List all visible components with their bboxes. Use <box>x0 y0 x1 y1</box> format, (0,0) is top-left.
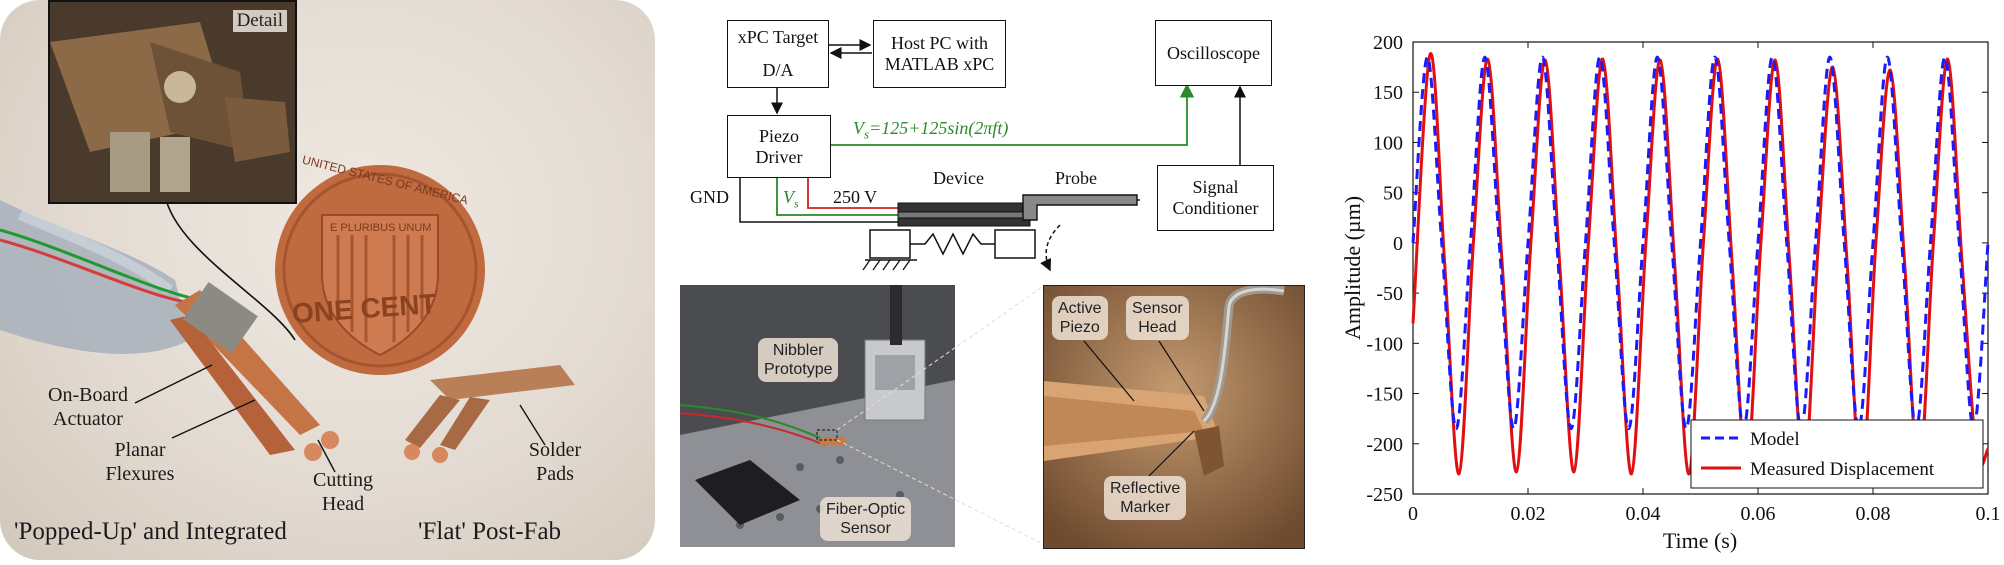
data-series <box>1411 52 1990 486</box>
on-board-actuator-label: On-Board Actuator <box>48 384 128 430</box>
sensor-closeup-photo: Active Piezo Sensor Head Reflective Mark… <box>1043 285 1305 549</box>
x-tick-label: 0.04 <box>1626 503 1661 525</box>
vs-label: Vs <box>783 187 799 212</box>
probe-label: Probe <box>1055 168 1097 188</box>
xpc-da-label: D/A <box>762 60 794 80</box>
equation-v-sub: s <box>864 126 870 142</box>
active-piezo-tag: Active Piezo <box>1052 296 1108 340</box>
piezo-driver-box: Piezo Driver <box>727 115 831 178</box>
equation-v: V <box>853 118 864 138</box>
planar-flexures-label: Planar Flexures <box>105 439 175 485</box>
y-tick-label: -200 <box>1366 434 1403 456</box>
reflective-marker-tag: Reflective Marker <box>1104 476 1187 520</box>
gnd-label: GND <box>690 187 729 207</box>
y-tick-label: 150 <box>1373 82 1403 104</box>
equation-rhs: =125+125sin(2πft) <box>869 118 1009 138</box>
vs-v: V <box>783 187 794 207</box>
y-tick-label: -50 <box>1376 283 1403 305</box>
vs-sub: s <box>794 196 799 211</box>
signal-conditioner-box: Signal Conditioner <box>1157 165 1274 231</box>
y-tick-label: -150 <box>1366 384 1403 406</box>
x-axis-title: Time (s) <box>1663 528 1737 553</box>
xpc-target-label: xPC Target <box>737 27 819 47</box>
drive-signal-equation: Vs=125+125sin(2πft) <box>853 118 1008 143</box>
setup-wiring-diagram <box>739 39 1246 272</box>
y-tick-label: -100 <box>1366 333 1403 355</box>
fiber-optic-sensor-tag: Fiber-Optic Sensor <box>820 497 912 541</box>
device-photo-panel: UNITED STATES OF AMERICA E PLURIBUS UNUM… <box>0 0 655 560</box>
legend-model-label: Model <box>1750 429 1800 450</box>
oscilloscope-box: Oscilloscope <box>1155 20 1272 86</box>
nibbler-prototype-tag: Nibbler Prototype <box>758 338 839 382</box>
legend: Model Measured Displacement <box>1690 419 1984 489</box>
experimental-setup-panel: xPC Target D/A Host PC with MATLAB xPC O… <box>665 0 1305 560</box>
x-tick-label: 0.08 <box>1856 503 1891 525</box>
y-tick-label: 200 <box>1373 32 1403 54</box>
caption-flat: 'Flat' Post-Fab <box>418 518 562 545</box>
sensor-head-tag: Sensor Head <box>1126 296 1189 340</box>
y-tick-label: 0 <box>1393 233 1403 255</box>
x-tick-label: 0.02 <box>1511 503 1546 525</box>
y-tick-label: 50 <box>1383 183 1403 205</box>
model-series-line <box>1411 55 1990 431</box>
caption-integrated: 'Popped-Up' and Integrated <box>14 518 287 545</box>
y-tick-label: -250 <box>1366 484 1403 506</box>
coin-banner-text: E PLURIBUS UNUM <box>330 222 432 234</box>
legend-box <box>1690 419 1984 489</box>
solder-pads-label: Solder Pads <box>528 439 582 485</box>
detail-inset: Detail <box>48 0 297 204</box>
x-tick-label: 0.1 <box>1976 503 2001 525</box>
x-tick-label: 0.06 <box>1741 503 1776 525</box>
y-tick-label: 100 <box>1373 132 1403 154</box>
legend-measured-label: Measured Displacement <box>1750 459 1935 480</box>
cutting-head-label: Cutting Head <box>312 469 373 515</box>
lab-setup-photo: Nibbler Prototype Fiber-Optic Sensor <box>680 285 955 547</box>
y-axis-title: Amplitude (µm) <box>1340 196 1365 340</box>
250v-label: 250 V <box>833 187 878 207</box>
closeup-callouts <box>1083 340 1205 477</box>
device-label: Device <box>933 168 984 188</box>
detail-inset-image <box>50 2 295 202</box>
xpc-target-box: xPC Target D/A <box>727 20 829 88</box>
device-photo-illustration <box>0 165 575 473</box>
x-tick-label: 0 <box>1408 503 1418 525</box>
zoom-lines <box>816 284 1046 546</box>
detail-label: Detail <box>232 10 287 32</box>
host-pc-box: Host PC with MATLAB xPC <box>873 20 1006 88</box>
